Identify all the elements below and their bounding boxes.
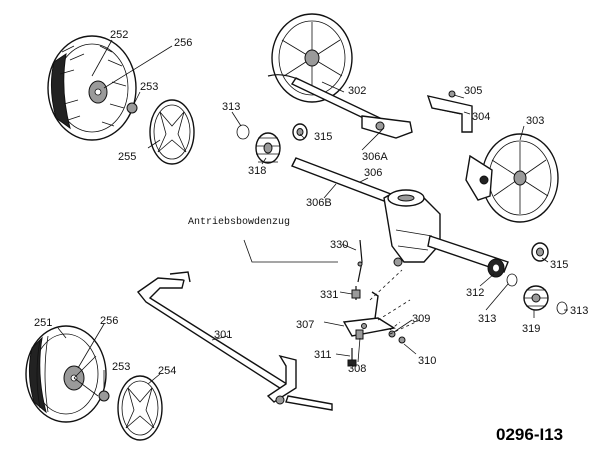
bearing-315-top [292,123,308,141]
washer-253-top [126,102,138,114]
label-305: 305 [464,85,482,97]
label-308: 308 [348,363,366,375]
label-311: 311 [314,349,332,361]
axle-shaft-302 [267,74,413,139]
label-313-top: 313 [222,101,240,113]
label-252: 252 [110,29,128,41]
label-254: 254 [158,365,176,377]
gearbox [383,189,509,273]
label-331: 331 [320,289,338,301]
label-319: 319 [522,323,540,335]
screw-305 [448,90,456,98]
drive-cable-330 [243,239,363,283]
label-315-right: 315 [550,259,568,271]
label-301: 301 [214,329,232,341]
label-310: 310 [418,355,436,367]
screw-308 [355,329,364,340]
label-251: 251 [34,317,52,329]
bearing-315-right [531,242,549,262]
nut-310 [398,336,406,344]
label-256-top: 256 [174,37,192,49]
label-255: 255 [118,151,136,163]
label-318: 318 [248,165,266,177]
label-302: 302 [348,85,366,97]
ring-313-top [236,124,250,140]
pinion-319 [523,285,549,311]
wheel-302 [271,13,353,103]
label-antriebsbowdenzug: Antriebsbowdenzug [188,216,290,228]
hubcap-254 [117,375,163,441]
label-253-bottom: 253 [112,361,130,373]
hubcap-255 [149,99,195,165]
label-309: 309 [412,313,430,325]
label-313-far-right: 313 [570,305,588,317]
label-306B: 306B [306,197,332,209]
gear-318 [255,132,281,164]
wheel-303 [465,133,559,223]
label-312: 312 [466,287,484,299]
washer-253-bottom [98,390,110,402]
label-253-top: 253 [140,81,158,93]
spring-311 [347,348,357,367]
lever-307 [342,317,396,337]
ring-313-right [506,273,518,287]
bracket-304 [426,95,473,133]
leader-lines [57,39,568,390]
label-304: 304 [472,111,490,123]
label-313-right: 313 [478,313,496,325]
label-330: 330 [330,239,348,251]
label-306: 306 [364,167,382,179]
rear-axle-301 [136,271,333,411]
label-303: 303 [526,115,544,127]
ring-313-far-right [556,301,568,315]
label-307: 307 [296,319,314,331]
spring-331 [351,286,379,327]
part-labels: 252 256 253 255 313 315 318 302 305 304 … [34,29,588,444]
label-256-bottom: 256 [100,315,118,327]
label-306A: 306A [362,151,388,163]
label-315-top: 315 [314,131,332,143]
drawing-code: 0296-I13 [496,425,563,444]
wheel-252 [47,35,137,141]
seal-312 [487,258,505,278]
dashed-guides [369,269,421,335]
pin-309 [388,321,401,338]
wheel-251 [25,325,107,423]
